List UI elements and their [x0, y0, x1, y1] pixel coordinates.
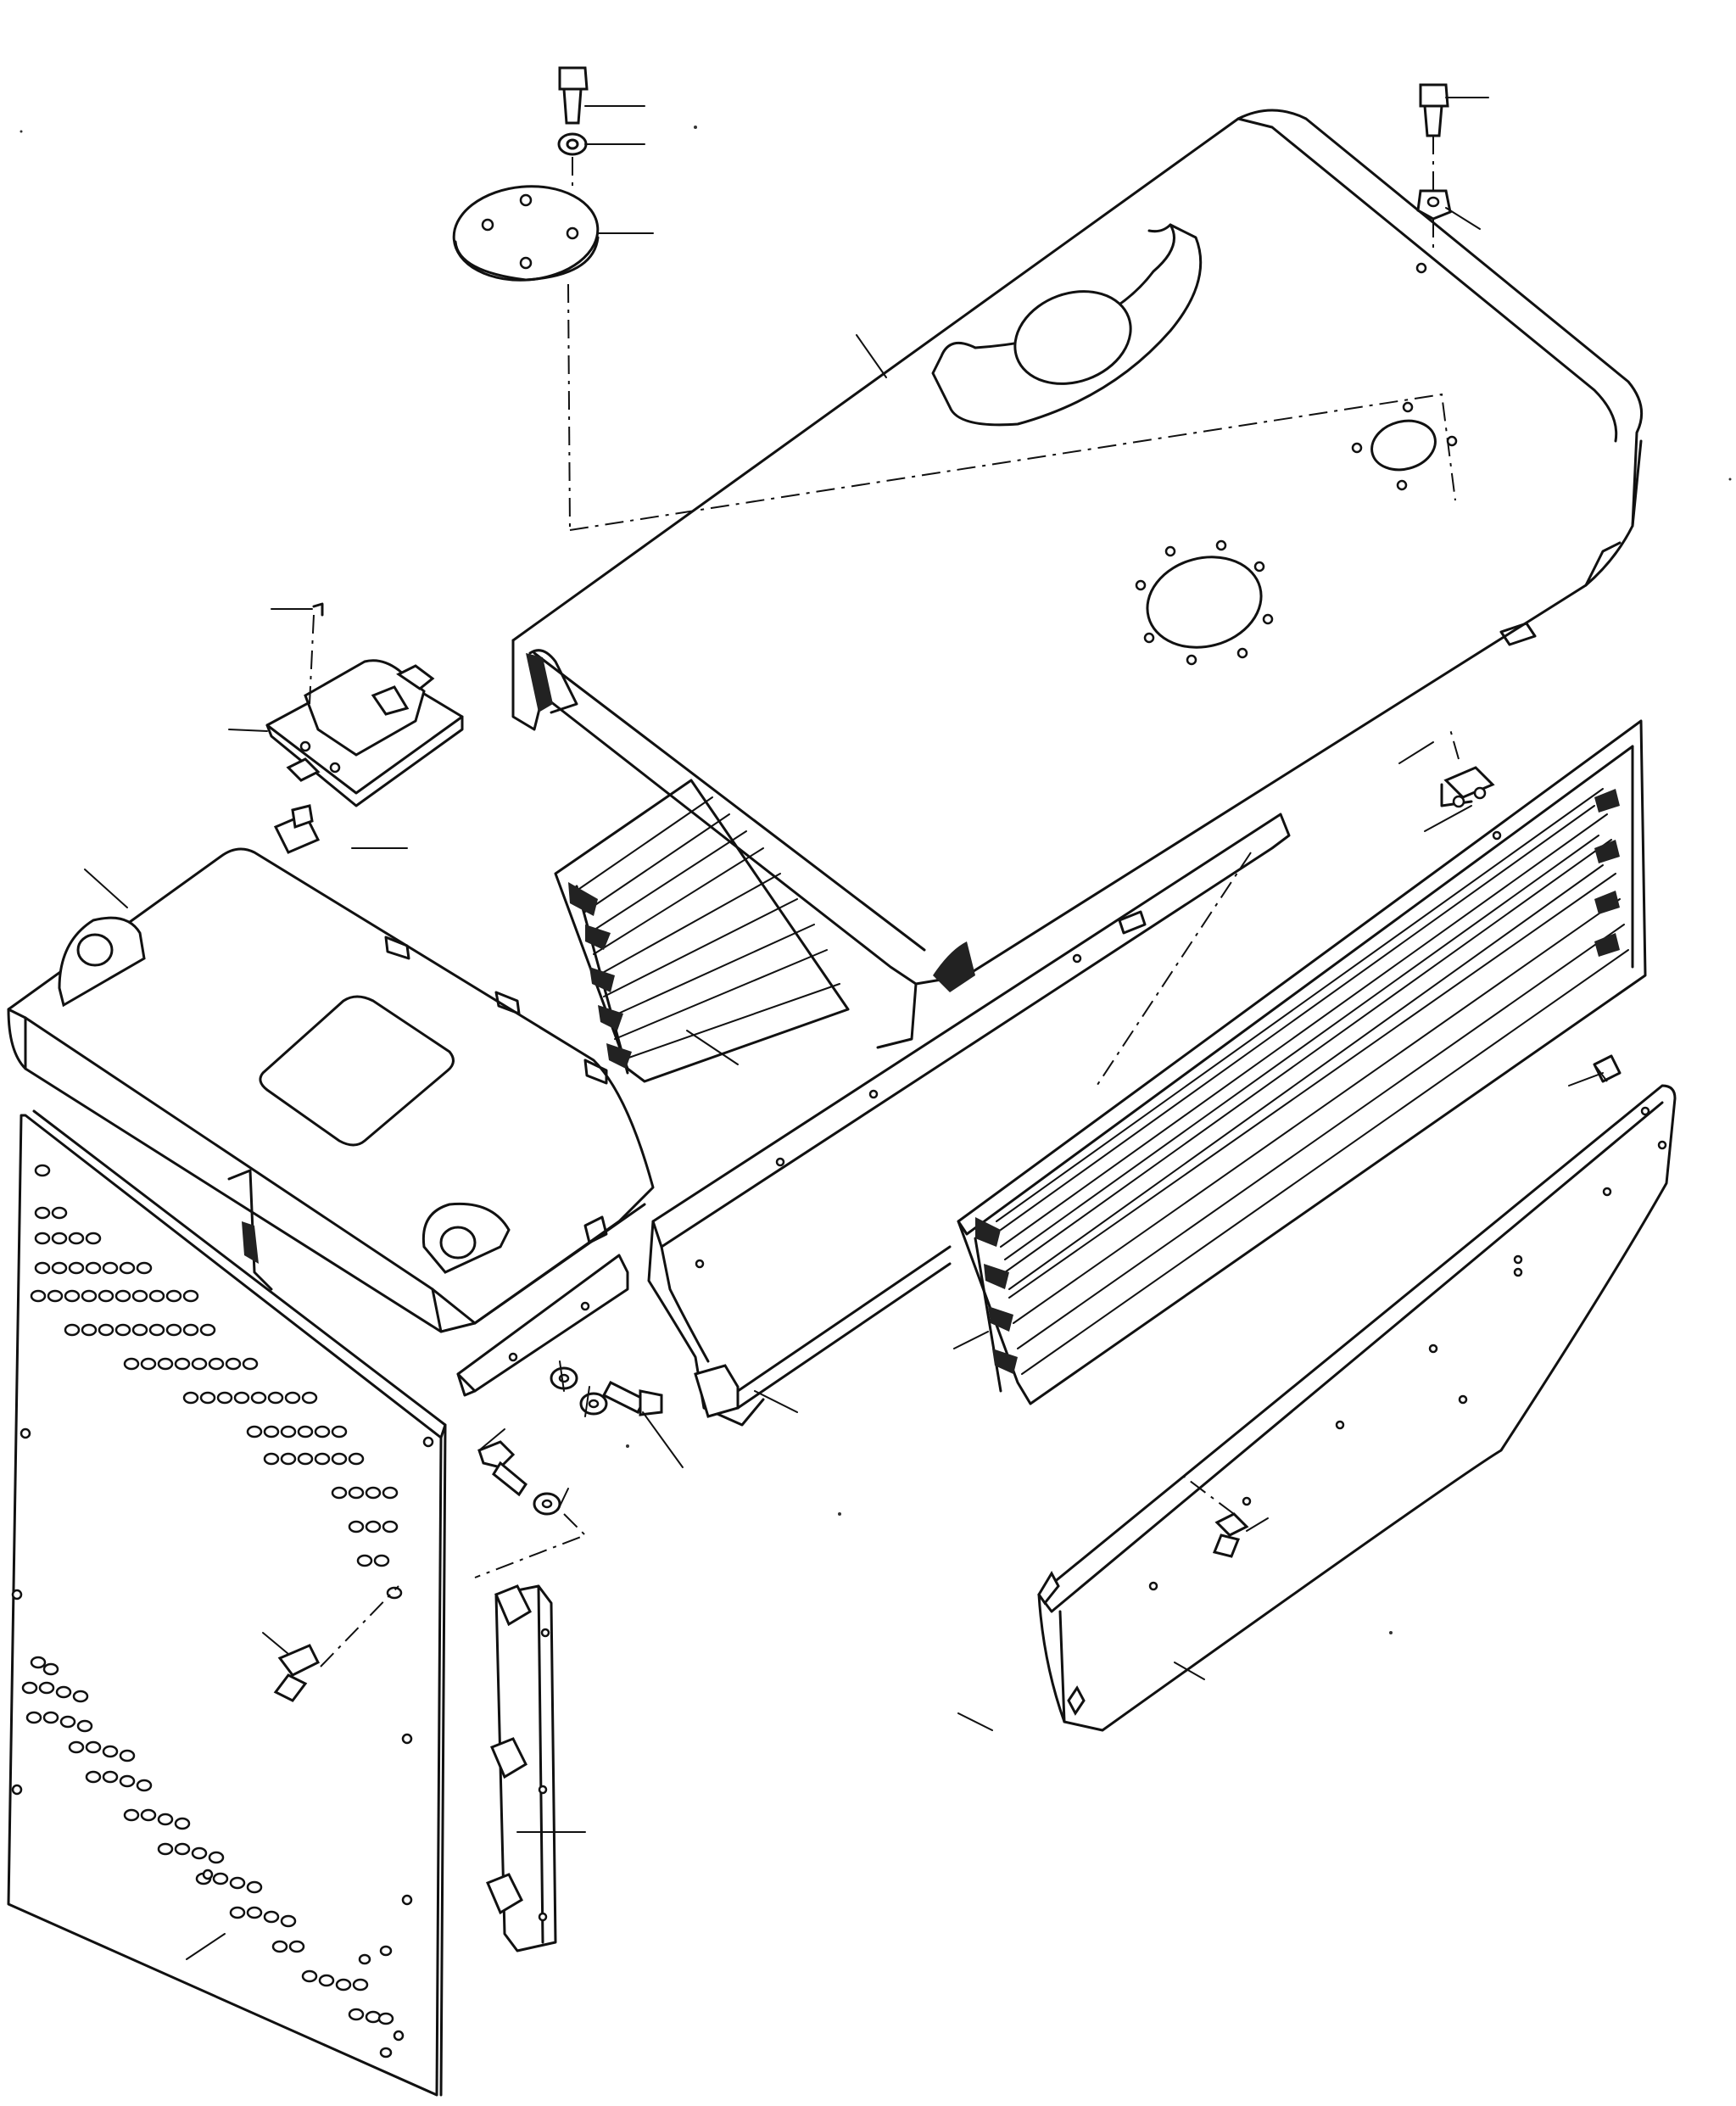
front-hood-cover — [7, 847, 655, 1397]
top-hood — [511, 109, 1644, 1049]
leader-lines — [84, 97, 1604, 1960]
hood-mount-plate — [452, 66, 1452, 282]
perforated-side-panel — [7, 1109, 447, 2097]
assembly-lines — [309, 136, 1608, 1667]
front-grille-panel — [554, 779, 850, 1083]
scan-specks — [20, 126, 1732, 1634]
mounting-bracket — [273, 804, 663, 1952]
right-side-cover — [1037, 1054, 1677, 1732]
latch-plate — [265, 602, 464, 807]
right-grille-assembly — [957, 719, 1647, 1405]
hood-side-rail — [647, 813, 1291, 1427]
